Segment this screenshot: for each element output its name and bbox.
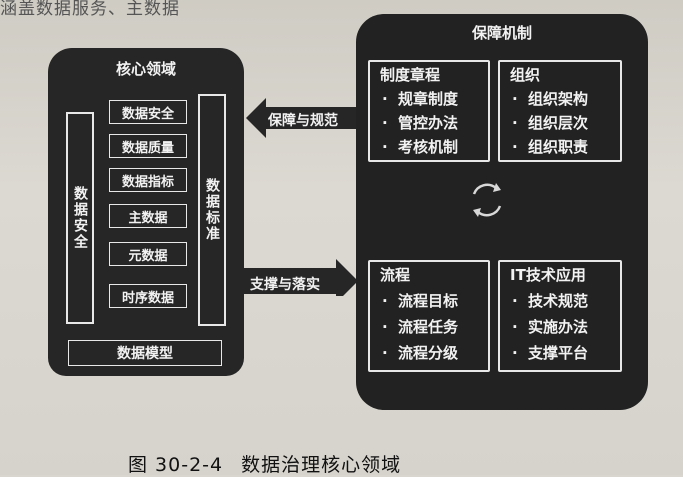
core-domain-title: 核心领域 bbox=[115, 60, 176, 78]
process-item-1: · 流程目标 bbox=[382, 290, 458, 311]
process-item-1-label: 流程目标 bbox=[398, 292, 459, 310]
bullet: · bbox=[382, 114, 388, 132]
cycle-icon bbox=[472, 183, 502, 217]
bullet: · bbox=[382, 318, 388, 336]
process-box: 流程 · 流程目标 · 流程任务 · 流程分级 bbox=[368, 260, 490, 372]
regulation-item-1-label: 规章制度 bbox=[398, 90, 459, 108]
organization-item-3-label: 组织职责 bbox=[528, 138, 589, 156]
bullet: · bbox=[382, 292, 388, 310]
item-master-data: 主数据 bbox=[109, 204, 187, 228]
organization-box: 组织 · 组织架构 · 组织层次 · 组织职责 bbox=[498, 60, 622, 162]
process-item-2: · 流程任务 bbox=[382, 316, 458, 337]
data-standard-bar: 数据标准 bbox=[198, 94, 226, 326]
guarantee-arrow-label: 保障与规范 bbox=[268, 113, 338, 129]
data-model-box: 数据模型 bbox=[68, 340, 222, 366]
regulation-item-3: · 考核机制 bbox=[382, 136, 458, 157]
process-item-3-label: 流程分级 bbox=[398, 344, 459, 362]
it-application-item-2-label: 实施办法 bbox=[528, 318, 589, 336]
guarantee-mechanism-panel: 保障机制 制度章程 ·规章制度 ·管控办法 ·考核机制 组织 ·组织架构 ·组织… bbox=[356, 14, 648, 410]
arrows-svg bbox=[244, 98, 358, 296]
process-item-2-label: 流程任务 bbox=[398, 318, 459, 336]
core-domain-panel: 核心领域 数据安全 数据标准 数据安全 数据质量 数据指标 主数据 元数据 时序… bbox=[48, 48, 244, 376]
bullet: · bbox=[512, 114, 518, 132]
it-application-item-1-label: 技术规范 bbox=[528, 292, 589, 310]
bullet: · bbox=[382, 138, 388, 156]
item-data-quality: 数据质量 bbox=[109, 134, 187, 158]
organization-item-2-label: 组织层次 bbox=[528, 114, 589, 132]
guarantee-arrow bbox=[246, 98, 356, 138]
organization-item-3: · 组织职责 bbox=[512, 136, 588, 157]
regulation-title: 制度章程 bbox=[380, 66, 441, 84]
figure-number: 图 30-2-4 bbox=[128, 454, 224, 476]
item-data-indicator: 数据指标 bbox=[109, 168, 187, 192]
bullet: · bbox=[512, 344, 518, 362]
it-application-item-3: · 支撑平台 bbox=[512, 342, 588, 363]
guarantee-mechanism-title: 保障机制 bbox=[471, 24, 532, 42]
it-application-box: IT技术应用 · 技术规范 · 实施办法 · 支撑平台 bbox=[498, 260, 622, 372]
it-application-item-3-label: 支撑平台 bbox=[528, 344, 589, 362]
organization-item-1: · 组织架构 bbox=[512, 88, 588, 109]
bullet: · bbox=[382, 344, 388, 362]
it-application-item-1: · 技术规范 bbox=[512, 290, 588, 311]
regulation-item-2: · 管控办法 bbox=[382, 112, 458, 133]
process-title: 流程 bbox=[380, 266, 411, 284]
item-data-security: 数据安全 bbox=[109, 100, 187, 124]
data-security-bar-label: 数据安全 bbox=[72, 186, 88, 250]
it-application-item-2: · 实施办法 bbox=[512, 316, 588, 337]
regulation-item-1: · 规章制度 bbox=[382, 88, 458, 109]
bullet: · bbox=[512, 292, 518, 310]
organization-item-1-label: 组织架构 bbox=[528, 90, 589, 108]
item-metadata: 元数据 bbox=[109, 242, 187, 266]
bullet: · bbox=[512, 138, 518, 156]
organization-title: 组织 bbox=[510, 66, 541, 84]
process-item-3: · 流程分级 bbox=[382, 342, 458, 363]
top-body-text: 涵盖数据服务、主数据 bbox=[0, 0, 180, 19]
regulation-item-2-label: 管控办法 bbox=[398, 114, 459, 132]
item-time-series-data: 时序数据 bbox=[109, 284, 187, 308]
regulation-box: 制度章程 · 规章制度 · 管控办法 · 考核机制 bbox=[368, 60, 490, 162]
figure-caption-text: 数据治理核心领域 bbox=[241, 454, 402, 476]
bullet: · bbox=[382, 90, 388, 108]
data-security-bar: 数据安全 bbox=[66, 112, 94, 324]
support-arrow bbox=[244, 259, 358, 296]
regulation-item-3-label: 考核机制 bbox=[398, 138, 459, 156]
organization-item-2: · 组织层次 bbox=[512, 112, 588, 133]
support-arrow-label: 支撑与落实 bbox=[250, 277, 320, 293]
bullet: · bbox=[512, 318, 518, 336]
data-standard-bar-label: 数据标准 bbox=[204, 178, 220, 242]
bullet: · bbox=[512, 90, 518, 108]
figure-caption: 图 30-2-4 数据治理核心领域 bbox=[128, 450, 401, 477]
it-application-title: IT技术应用 bbox=[510, 266, 586, 284]
